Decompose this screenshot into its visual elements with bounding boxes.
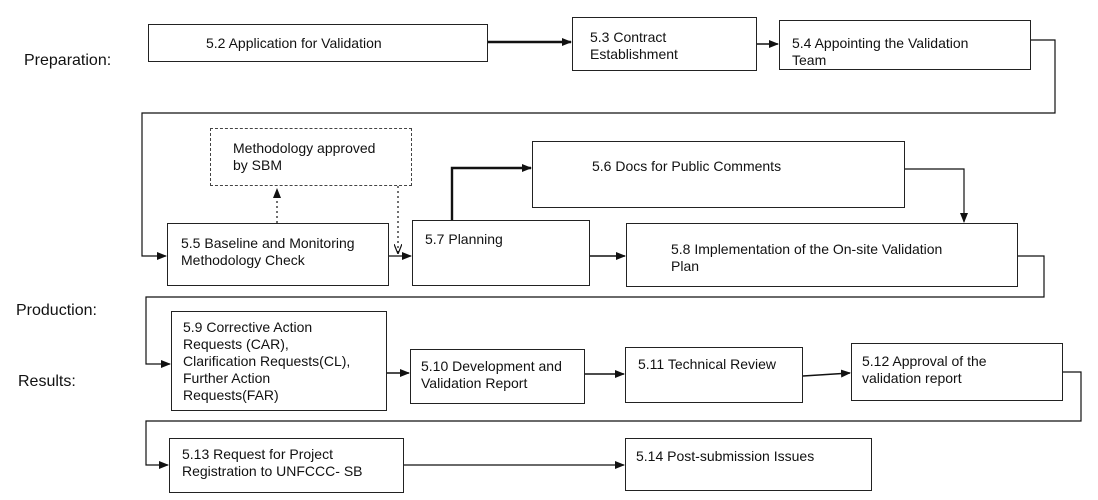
results-label: Results: [18, 373, 76, 390]
step-5-6-docs-for-public-comments: 5.6 Docs for Public Comments [532, 141, 905, 208]
step-5-2-label: 5.2 Application for Validation [206, 35, 382, 51]
arrow-5-7-to-5-6 [450, 164, 532, 220]
step-5-13-request-project-registration: 5.13 Request for Project Registration to… [169, 438, 404, 493]
step-5-8-label: 5.8 Implementation of the On-site Valida… [671, 241, 943, 274]
arrow-5-4-to-5-5 [141, 39, 1056, 260]
arrow-5-11-to-5-12 [802, 369, 851, 378]
step-5-10-label: 5.10 Development and Validation Report [421, 358, 562, 391]
step-5-11-technical-review: 5.11 Technical Review [625, 347, 803, 403]
step-5-7-label: 5.7 Planning [425, 231, 503, 247]
step-5-12-approval-validation-report: 5.12 Approval of the validation report [851, 343, 1063, 401]
step-5-9-corrective-action-requests: 5.9 Corrective Action Requests (CAR), Cl… [171, 311, 387, 411]
arrow-5-12-to-5-13 [145, 371, 1082, 469]
step-5-7-planning: 5.7 Planning [412, 220, 590, 286]
step-5-12-label: 5.12 Approval of the validation report [862, 353, 987, 386]
step-5-2-application-for-validation: 5.2 Application for Validation [148, 24, 488, 62]
step-5-9-label: 5.9 Corrective Action Requests (CAR), Cl… [183, 319, 351, 403]
step-5-3-contract-establishment: 5.3 Contract Establishment [572, 17, 757, 71]
arrow-5-6-to-5-8 [905, 168, 968, 223]
step-5-6-label: 5.6 Docs for Public Comments [592, 158, 782, 174]
methodology-approved-by-sbm: Methodology approved by SBM [210, 128, 412, 186]
production-label: Production: [16, 302, 97, 319]
preparation-label: Preparation: [24, 52, 112, 69]
step-5-13-label: 5.13 Request for Project Registration to… [182, 446, 363, 479]
step-5-10-development-validation-report: 5.10 Development and Validation Report [410, 349, 585, 404]
step-5-14-label: 5.14 Post-submission Issues [636, 448, 815, 464]
step-5-11-label: 5.11 Technical Review [638, 356, 777, 372]
step-5-5-baseline-monitoring-check: 5.5 Baseline and Monitoring Methodology … [167, 223, 389, 286]
step-5-3-label: 5.3 Contract Establishment [590, 29, 678, 62]
step-5-14-post-submission-issues: 5.14 Post-submission Issues [625, 438, 872, 491]
arrow-5-8-to-5-9 [145, 255, 1045, 368]
step-5-4-label: 5.4 Appointing the Validation Team [792, 35, 969, 68]
step-5-4-appointing-validation-team: 5.4 Appointing the Validation Team [779, 20, 1031, 70]
step-5-8-implementation-onsite-validation: 5.8 Implementation of the On-site Valida… [626, 223, 1018, 287]
step-5-5-label: 5.5 Baseline and Monitoring Methodology … [181, 235, 355, 268]
methodology-approved-label: Methodology approved by SBM [233, 140, 376, 173]
